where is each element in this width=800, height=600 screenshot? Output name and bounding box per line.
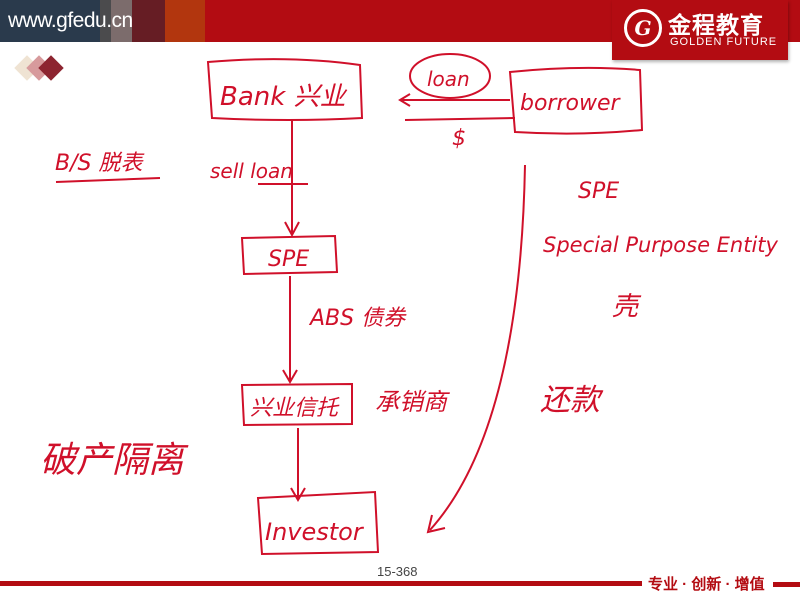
footer-line	[0, 581, 642, 586]
note-dollar: $	[452, 126, 466, 151]
note-spe-box: SPE	[268, 247, 309, 272]
note-bank: Bank 兴业	[220, 82, 348, 112]
logo: G 金程教育 GOLDEN FUTURE	[612, 0, 788, 60]
loan-circle	[409, 53, 491, 99]
footer-slogan: 专业 · 创新 · 增值	[648, 576, 765, 593]
note-bankruptcy: 破产隔离	[40, 440, 189, 481]
arrow-trust-investor	[290, 428, 306, 502]
page-number: 15-368	[377, 564, 418, 579]
note-spe-full: Special Purpose Entity	[543, 233, 779, 257]
bank-box	[206, 58, 364, 121]
money-arrow	[404, 117, 516, 121]
note-spe: SPE	[578, 179, 619, 204]
footer-line	[773, 582, 800, 587]
investor-box	[256, 490, 380, 556]
loan-arrow	[398, 93, 510, 107]
repay-arrow	[426, 164, 526, 534]
logo-cn: 金程教育	[668, 12, 764, 38]
logo-en: GOLDEN FUTURE	[670, 36, 778, 48]
note-shell: 壳	[612, 292, 642, 322]
trust-box	[240, 382, 353, 427]
note-underwriter: 承销商	[375, 388, 450, 416]
arrow-bank-spe	[284, 120, 300, 238]
note-sell-loan: sell loan	[210, 159, 293, 183]
underline	[55, 177, 161, 183]
arrow-spe-trust	[282, 276, 298, 384]
note-repay: 还款	[540, 383, 604, 418]
borrower-box	[508, 66, 644, 135]
spe-box	[240, 234, 339, 276]
note-borrower: borrower	[520, 91, 622, 116]
note-abs: ABS 债券	[308, 306, 407, 331]
note-investor: Investor	[265, 518, 365, 546]
note-bs: B/S 脱表	[55, 151, 144, 176]
note-loan: loan	[427, 67, 470, 91]
logo-seal-icon: G	[624, 9, 662, 47]
note-trust: 兴业信托	[250, 396, 340, 421]
site-url[interactable]: www.gfedu.cn	[8, 9, 133, 32]
